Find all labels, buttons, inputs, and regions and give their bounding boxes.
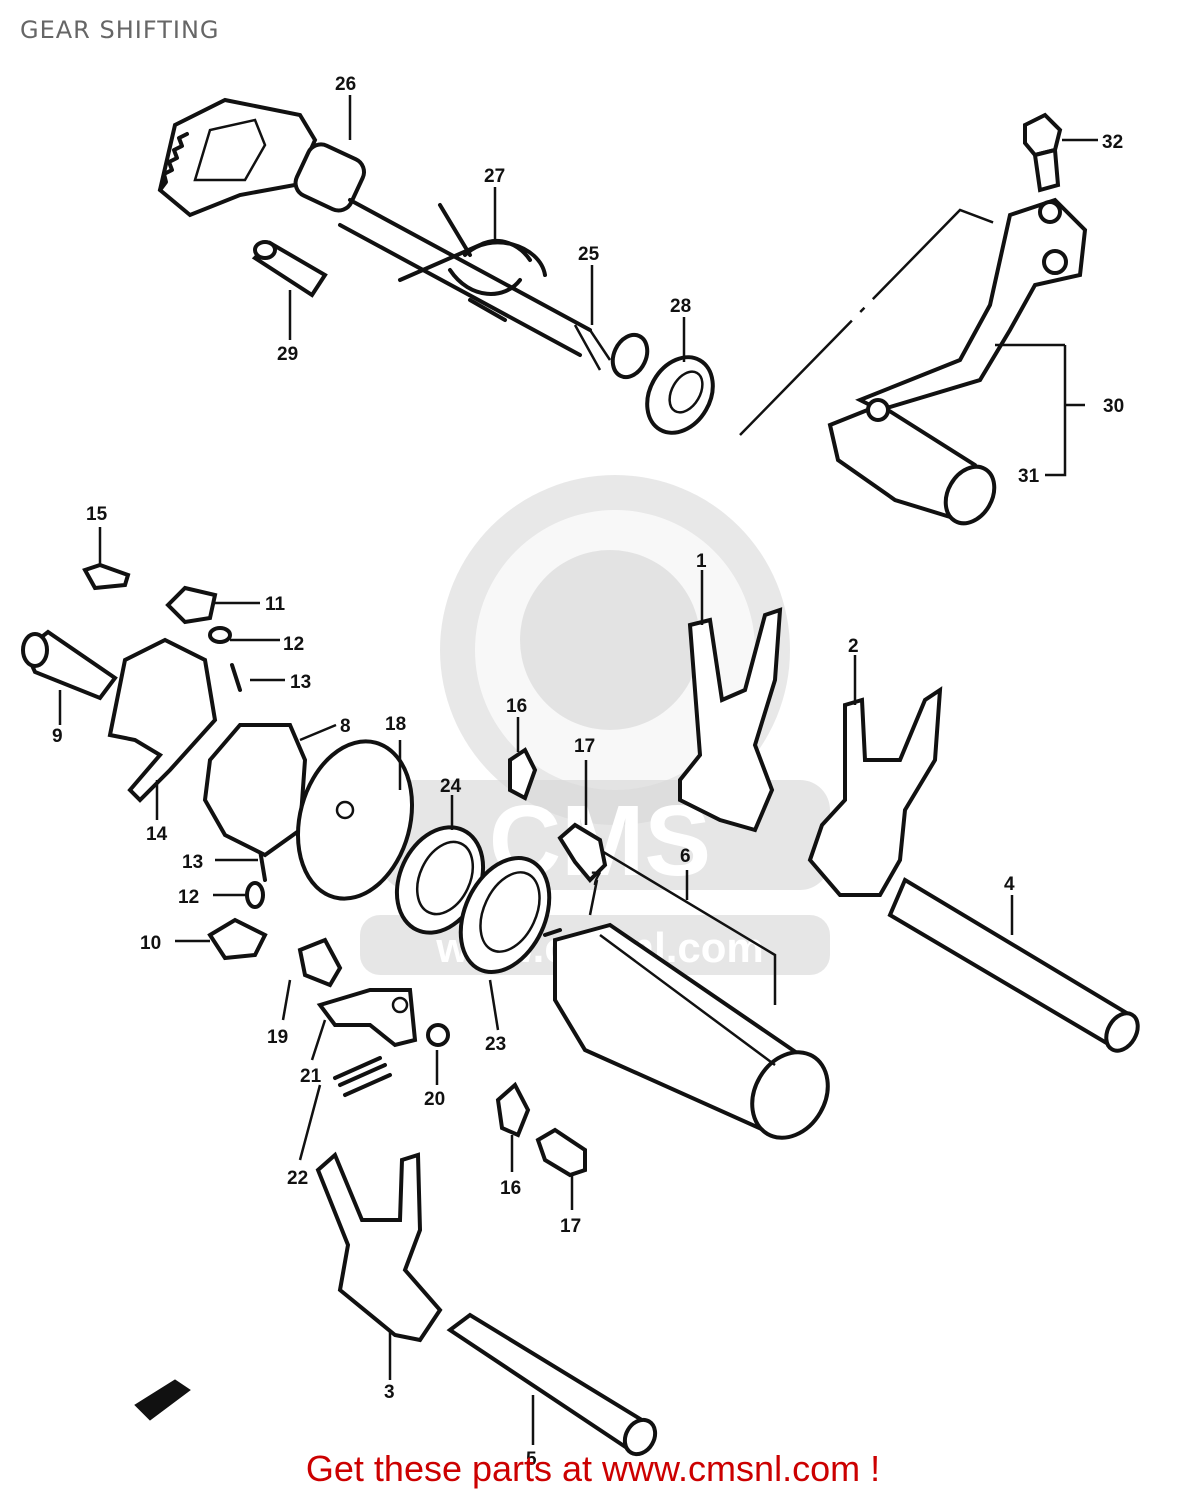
part-6-shift-cam bbox=[553, 848, 830, 1140]
part-20-washer bbox=[426, 1023, 450, 1047]
callout-3: 3 bbox=[384, 1382, 395, 1403]
callout-1: 1 bbox=[696, 551, 707, 572]
page-title: GEAR SHIFTING bbox=[20, 16, 220, 44]
part-7-pin bbox=[543, 928, 562, 937]
part-31-shift-rubber bbox=[827, 398, 997, 526]
part-11-cap bbox=[165, 585, 218, 625]
callout-17-lower: 17 bbox=[560, 1216, 581, 1237]
callout-24: 24 bbox=[440, 776, 462, 797]
callout-10: 10 bbox=[140, 933, 161, 954]
part-29-bolt bbox=[251, 240, 328, 298]
footer-link[interactable]: www.cmsnl.com bbox=[602, 1448, 861, 1489]
part-15-screw bbox=[82, 562, 131, 591]
callout-30: 30 bbox=[1103, 396, 1124, 417]
part-26-shift-shaft bbox=[157, 97, 650, 380]
callout-20: 20 bbox=[424, 1089, 445, 1110]
callout-18: 18 bbox=[385, 714, 406, 735]
callout-labels: 26 27 25 28 29 32 30 31 15 11 12 13 8 9 … bbox=[52, 74, 1124, 1470]
callout-2: 2 bbox=[848, 636, 859, 657]
callout-26: 26 bbox=[335, 74, 356, 95]
part-30-shift-lever bbox=[739, 197, 1088, 436]
part-14-bracket bbox=[107, 637, 218, 803]
front-arrow-icon bbox=[134, 1379, 191, 1421]
part-32-bolt bbox=[1023, 112, 1063, 193]
part-4-fork-shaft bbox=[887, 877, 1140, 1053]
leader-lines bbox=[58, 95, 1098, 1445]
callout-22: 22 bbox=[287, 1168, 308, 1189]
callout-21: 21 bbox=[300, 1066, 322, 1087]
part-10-plate bbox=[207, 917, 268, 961]
part-18-cam-plate bbox=[295, 739, 415, 901]
part-16-lower bbox=[495, 1081, 531, 1138]
part-12-pin-lower bbox=[245, 881, 265, 909]
callout-5: 5 bbox=[526, 1449, 537, 1470]
callout-19: 19 bbox=[267, 1027, 288, 1048]
part-16-upper bbox=[508, 747, 538, 801]
callout-13-lower: 13 bbox=[182, 852, 203, 873]
footer-suffix: ! bbox=[860, 1448, 881, 1489]
part-17-upper bbox=[557, 822, 608, 883]
callout-28: 28 bbox=[670, 296, 691, 317]
part-3-shift-fork bbox=[315, 1151, 443, 1343]
callout-6: 6 bbox=[680, 846, 691, 867]
callout-12-lower: 12 bbox=[178, 887, 199, 908]
callout-15: 15 bbox=[86, 504, 108, 525]
part-13-spring-upper bbox=[230, 663, 242, 692]
footer-cta: Get these parts at www.cmsnl.com ! bbox=[0, 1448, 1186, 1490]
callout-9: 9 bbox=[52, 726, 63, 747]
part-2-shift-fork bbox=[807, 686, 943, 897]
callout-8: 8 bbox=[340, 716, 351, 737]
part-9-pin bbox=[21, 629, 118, 701]
callout-16-lower: 16 bbox=[500, 1178, 521, 1199]
part-12-pin-upper bbox=[208, 626, 232, 644]
part-27-return-spring bbox=[398, 203, 547, 322]
part-19-bolt bbox=[297, 937, 343, 988]
callout-16-upper: 16 bbox=[506, 696, 527, 717]
callout-27: 27 bbox=[484, 166, 505, 187]
part-23-bearing bbox=[458, 856, 552, 974]
part-8-cam-gear bbox=[202, 723, 308, 858]
callout-29: 29 bbox=[277, 344, 298, 365]
part-22-spring bbox=[333, 1056, 392, 1097]
part-28-oil-seal bbox=[645, 355, 715, 435]
callout-31: 31 bbox=[1018, 466, 1040, 487]
part-21-stopper-arm bbox=[316, 988, 418, 1048]
callout-12-upper: 12 bbox=[283, 634, 304, 655]
callout-7: 7 bbox=[591, 869, 602, 890]
callout-4: 4 bbox=[1004, 874, 1015, 895]
callout-32: 32 bbox=[1102, 132, 1123, 153]
callout-23: 23 bbox=[485, 1034, 506, 1055]
footer-prefix: Get these parts at bbox=[305, 1448, 603, 1489]
part-5-fork-shaft bbox=[446, 1312, 658, 1457]
callout-17-upper: 17 bbox=[574, 736, 595, 757]
callout-14: 14 bbox=[146, 824, 168, 845]
callout-11: 11 bbox=[265, 594, 286, 615]
part-1-shift-fork bbox=[678, 607, 783, 833]
callout-13-upper: 13 bbox=[290, 672, 311, 693]
part-17-lower bbox=[535, 1127, 587, 1178]
callout-25: 25 bbox=[578, 244, 600, 265]
